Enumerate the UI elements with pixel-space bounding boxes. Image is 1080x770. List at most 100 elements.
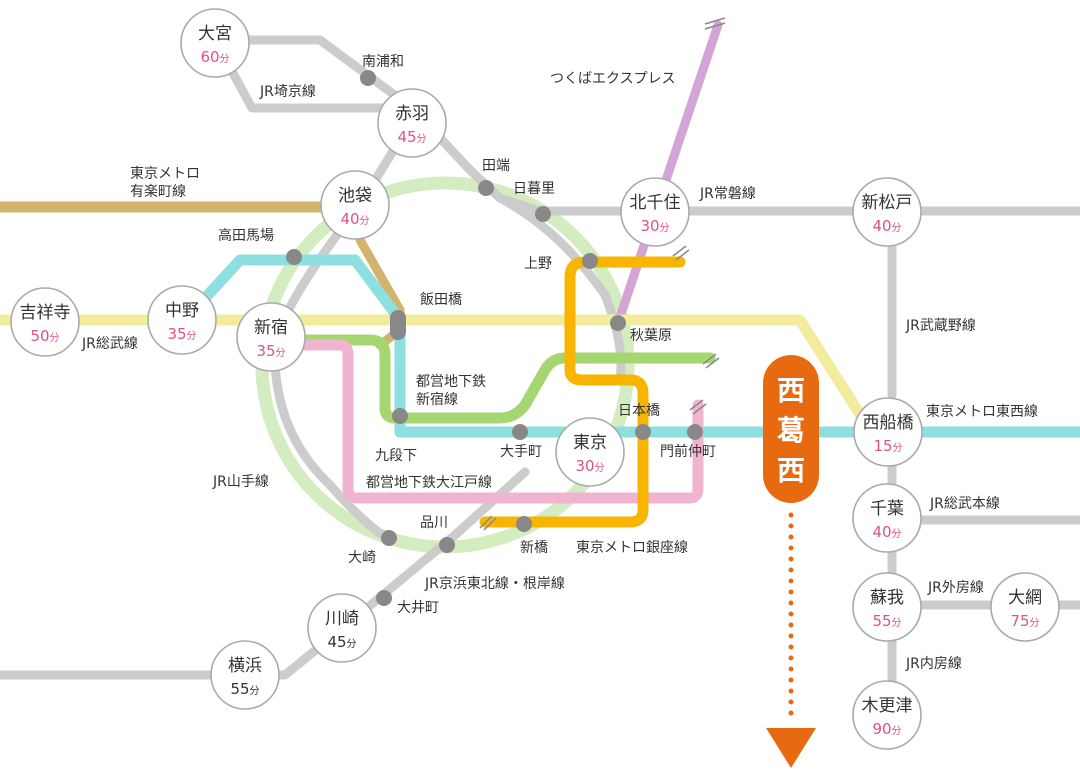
line-label-uchibo: JR内房線 bbox=[905, 656, 962, 672]
station-circle-kisarazu bbox=[852, 680, 922, 750]
station-name-tokyo: 東京 bbox=[573, 433, 607, 453]
station-dot-oimachi bbox=[376, 590, 392, 606]
station-circle-shinjuku bbox=[236, 302, 306, 372]
station-dot-monzennakacho bbox=[687, 424, 703, 440]
station-name-nishifunabashi: 西船橋 bbox=[863, 413, 914, 433]
station-label-oimachi: 大井町 bbox=[397, 600, 439, 616]
destination-nishikasai: 西 葛 西 bbox=[763, 355, 819, 768]
station-circle-ikebukuro bbox=[320, 170, 390, 240]
line-label-saikyo: JR埼京線 bbox=[259, 84, 316, 100]
line-shinjuku bbox=[269, 334, 716, 424]
station-label-nihombashi: 日本橋 bbox=[618, 403, 660, 419]
station-circle-nishifunabashi bbox=[853, 397, 923, 467]
station-dot-iidabashi bbox=[390, 310, 406, 340]
station-name-kisarazu: 木更津 bbox=[862, 696, 913, 716]
station-dot-shimbashi bbox=[516, 516, 532, 532]
major-stations: 大宮60分赤羽45分池袋40分北千住30分新松戸40分吉祥寺50分中野35分新宿… bbox=[10, 8, 1060, 750]
station-label-shinagawa: 品川 bbox=[420, 515, 448, 531]
line-label-musashino: JR武蔵野線 bbox=[905, 318, 976, 334]
line-label-yurakucho-1: 東京メトロ bbox=[130, 166, 200, 182]
station-label-ueno: 上野 bbox=[524, 256, 552, 272]
line-label-sobu: JR総武線 bbox=[81, 336, 138, 352]
destination-char-3: 西 bbox=[777, 454, 805, 487]
station-name-shinmatsudo: 新松戸 bbox=[862, 193, 913, 213]
station-name-kitasenju: 北千住 bbox=[630, 193, 681, 213]
station-dot-ueno bbox=[582, 253, 598, 269]
station-label-takadanobaba: 高田馬場 bbox=[218, 227, 274, 244]
station-name-akabane: 赤羽 bbox=[395, 104, 429, 124]
line-label-yamanote: JR山手線 bbox=[212, 474, 269, 490]
station-name-soga: 蘇我 bbox=[870, 588, 904, 608]
station-label-monzennakacho: 門前仲町 bbox=[660, 443, 716, 460]
station-dot-minamiurawa bbox=[360, 70, 376, 86]
station-circle-soga bbox=[852, 572, 922, 642]
line-labels: JR埼京線 つくばエクスプレス 東京メトロ 有楽町線 JR常磐線 JR武蔵野線 … bbox=[81, 71, 1038, 672]
line-label-shinjuku-2: 新宿線 bbox=[416, 391, 458, 408]
station-label-osaki: 大崎 bbox=[348, 550, 376, 566]
line-label-tx: つくばエクスプレス bbox=[550, 71, 676, 87]
line-label-sotobo: JR外房線 bbox=[927, 580, 984, 596]
destination-char-1: 西 bbox=[777, 374, 805, 407]
station-label-kudanshita: 九段下 bbox=[375, 448, 417, 464]
station-circle-yokohama bbox=[210, 640, 280, 710]
station-dot-kudanshita bbox=[392, 408, 408, 424]
destination-pill bbox=[763, 355, 819, 503]
station-label-minamiurawa: 南浦和 bbox=[362, 54, 404, 70]
station-circle-tokyo bbox=[555, 417, 625, 487]
station-circle-kichijoji bbox=[10, 287, 80, 357]
station-dot-nippori bbox=[535, 206, 551, 222]
station-circle-kawasaki bbox=[307, 593, 377, 663]
station-label-tabata: 田端 bbox=[482, 158, 510, 174]
destination-arrow-icon bbox=[766, 728, 816, 768]
station-dot-tabata bbox=[478, 180, 494, 196]
station-circle-kitasenju bbox=[620, 177, 690, 247]
station-name-yokohama: 横浜 bbox=[228, 656, 262, 676]
station-name-kichijoji: 吉祥寺 bbox=[20, 303, 71, 323]
line-label-sobuhonsen: JR総武本線 bbox=[929, 496, 1000, 512]
station-dot-nihombashi bbox=[635, 424, 651, 440]
station-name-chiba: 千葉 bbox=[870, 499, 904, 519]
station-name-omiya: 大宮 bbox=[198, 24, 232, 44]
station-name-shinjuku: 新宿 bbox=[254, 318, 288, 338]
station-dot-shinagawa bbox=[439, 537, 455, 553]
line-jr-inner-west bbox=[270, 200, 395, 545]
line-label-yurakucho-2: 有楽町線 bbox=[130, 184, 186, 200]
line-label-tozai: 東京メトロ東西線 bbox=[926, 404, 1038, 420]
line-label-keihintohoku: JR京浜東北線・根岸線 bbox=[424, 576, 565, 592]
minor-stations: 南浦和 田端 日暮里 高田馬場 上野 飯田橋 秋葉原 日本橋 九段下 大手町 門… bbox=[218, 54, 716, 616]
station-name-ikebukuro: 池袋 bbox=[338, 186, 372, 206]
line-label-shinjuku-1: 都営地下鉄 bbox=[416, 374, 486, 390]
line-label-ginza: 東京メトロ銀座線 bbox=[576, 540, 688, 556]
station-circle-nakano bbox=[147, 285, 217, 355]
line-tx bbox=[613, 20, 723, 328]
station-dot-osaki bbox=[381, 530, 397, 546]
station-circle-oami bbox=[990, 572, 1060, 642]
line-ginza bbox=[479, 256, 686, 528]
station-dot-otemachi bbox=[512, 424, 528, 440]
station-label-akihabara: 秋葉原 bbox=[630, 328, 672, 344]
station-label-nippori: 日暮里 bbox=[513, 181, 555, 197]
line-label-joban: JR常磐線 bbox=[699, 186, 756, 202]
destination-char-2: 葛 bbox=[777, 414, 805, 447]
station-dot-akihabara bbox=[610, 315, 626, 331]
line-end-marks bbox=[479, 17, 883, 531]
station-dot-takadanobaba bbox=[286, 249, 302, 265]
line-oedo bbox=[274, 339, 704, 504]
station-circle-omiya bbox=[180, 8, 250, 78]
station-name-kawasaki: 川崎 bbox=[325, 609, 359, 629]
station-name-nakano: 中野 bbox=[165, 301, 199, 321]
station-label-otemachi: 大手町 bbox=[500, 444, 542, 460]
